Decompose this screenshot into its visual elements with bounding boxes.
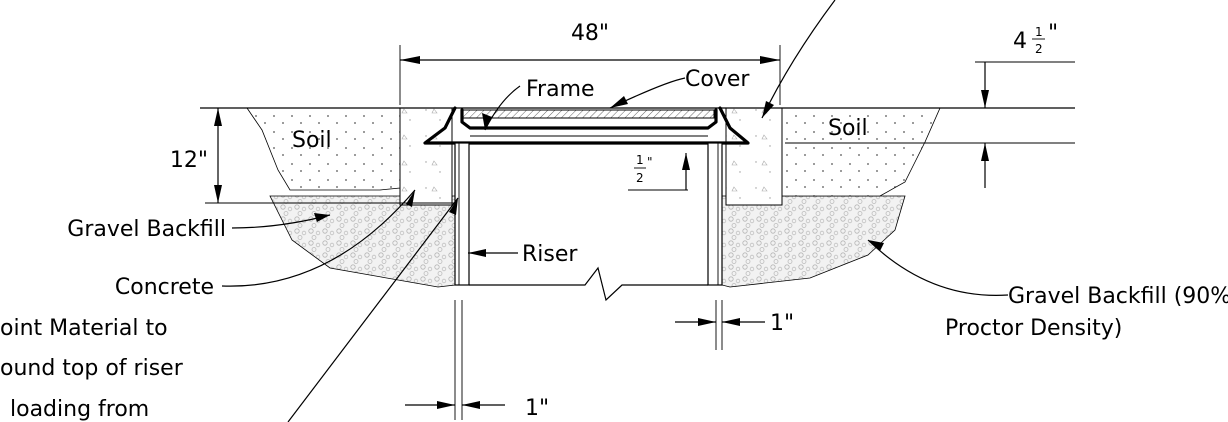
gap-bottom-label: 1" [525, 396, 549, 421]
gravel-left-label: Gravel Backfill [67, 217, 226, 242]
gap-right-label: 1" [770, 311, 794, 336]
concrete-label: Concrete [115, 275, 214, 300]
riser-wall-left [454, 142, 470, 286]
concrete-leader [221, 189, 416, 287]
joint-note-line3: loading from [10, 397, 149, 422]
half-inch-label: 1 2 " [634, 153, 653, 185]
joint-note-line1: oint Material to [0, 316, 168, 341]
break-line [469, 266, 708, 302]
joint-material-leader [287, 197, 459, 422]
riser-label: Riser [522, 242, 578, 267]
depth-label: 12" [170, 148, 208, 173]
svg-text:4: 4 [1013, 29, 1027, 54]
cover-label: Cover [685, 67, 750, 92]
svg-text:2: 2 [636, 171, 644, 185]
cover [461, 109, 715, 119]
width-label: 48" [571, 21, 609, 46]
concrete-collar-right [725, 107, 783, 206]
frame-inner [460, 108, 718, 130]
soil-right-label: Soil [828, 116, 868, 141]
gravel-backfill-left [269, 195, 456, 288]
joint-note-line2: ound top of riser [0, 356, 184, 381]
concrete-collar-left [399, 107, 453, 206]
svg-text:": " [1048, 21, 1058, 46]
gravel-backfill-right [721, 195, 906, 288]
gravel-right-label-line2: Proctor Density) [945, 316, 1122, 341]
soil-left-label: Soil [292, 128, 332, 153]
gravel-right-label-line1: Gravel Backfill (90% [1008, 284, 1228, 309]
svg-text:1: 1 [1035, 25, 1043, 39]
svg-text:": " [647, 155, 653, 169]
svg-text:2: 2 [1035, 42, 1043, 56]
riser-wall-right [707, 142, 723, 286]
frame-label: Frame [526, 77, 595, 102]
gravel-right-leader [867, 239, 1009, 296]
four-and-half-label: 4 1 2 " [1013, 21, 1058, 56]
svg-text:1: 1 [636, 153, 644, 167]
frame-outer [423, 106, 750, 145]
